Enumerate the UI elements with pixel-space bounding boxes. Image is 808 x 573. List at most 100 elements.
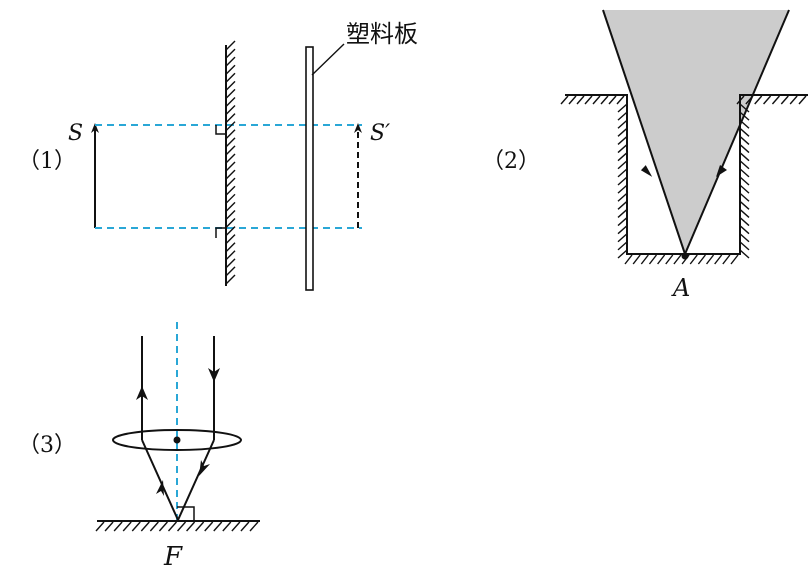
hatch-mark bbox=[657, 254, 666, 265]
hatch-mark bbox=[739, 127, 750, 137]
hatch-mark bbox=[771, 95, 780, 105]
hatch-mark bbox=[249, 521, 259, 532]
hatch-mark bbox=[798, 95, 807, 105]
hatch-mark bbox=[225, 56, 236, 67]
figure-3-label: （3） bbox=[18, 433, 76, 458]
figure-1-label: （1） bbox=[18, 149, 76, 174]
well-hatching bbox=[560, 95, 807, 265]
hatch-mark bbox=[225, 177, 236, 188]
hatch-mark bbox=[240, 521, 250, 532]
hatch-mark bbox=[705, 254, 715, 265]
hatch-mark bbox=[739, 152, 750, 162]
ray-left bbox=[602, 9, 686, 255]
hatch-mark bbox=[225, 161, 236, 172]
hatch-mark bbox=[617, 135, 628, 145]
ray-right bbox=[684, 9, 790, 255]
hatch-mark bbox=[122, 521, 132, 532]
hatch-mark bbox=[722, 254, 731, 265]
hatch-mark bbox=[225, 185, 236, 196]
hatch-mark bbox=[225, 96, 236, 107]
object-label: S bbox=[68, 121, 83, 146]
hatch-mark bbox=[177, 521, 187, 532]
hatch-mark bbox=[739, 192, 750, 202]
hatch-mark bbox=[225, 80, 236, 91]
hatch-mark bbox=[167, 521, 177, 532]
plastic-board-label: 塑料板 bbox=[346, 20, 418, 48]
emergent-ray-arrow bbox=[136, 386, 148, 400]
hatch-mark bbox=[225, 121, 236, 132]
hatch-mark bbox=[739, 184, 750, 194]
light-beam-shaded bbox=[603, 10, 789, 254]
hatch-mark bbox=[739, 200, 750, 210]
point-a-dot bbox=[681, 252, 689, 260]
hatch-mark bbox=[225, 105, 236, 116]
hatch-mark bbox=[739, 168, 750, 178]
hatch-mark bbox=[225, 218, 236, 229]
hatch-mark bbox=[648, 254, 658, 265]
hatch-mark bbox=[158, 521, 168, 532]
refracted-ray-arrow bbox=[199, 460, 210, 476]
hatch-mark bbox=[616, 95, 625, 105]
hatch-mark bbox=[617, 127, 628, 137]
hatch-mark bbox=[624, 254, 633, 265]
hatch-mark bbox=[560, 95, 569, 105]
hatch-mark bbox=[149, 521, 159, 532]
point-a-label: A bbox=[671, 274, 690, 302]
hatch-mark bbox=[231, 521, 241, 532]
hatch-mark bbox=[780, 95, 789, 105]
hatch-mark bbox=[632, 254, 641, 265]
hatch-mark bbox=[95, 521, 105, 532]
hatch-mark bbox=[225, 258, 236, 269]
hatch-mark bbox=[195, 521, 205, 532]
mirror-hatching bbox=[225, 40, 236, 285]
hatch-mark bbox=[617, 111, 628, 121]
hatch-mark bbox=[225, 201, 236, 212]
hatch-mark bbox=[739, 225, 750, 235]
hatch-mark bbox=[739, 217, 750, 227]
hatch-mark bbox=[739, 176, 750, 186]
hatch-mark bbox=[131, 521, 141, 532]
hatch-mark bbox=[673, 254, 682, 265]
hatch-mark bbox=[763, 95, 772, 105]
surface-hatching bbox=[95, 521, 259, 532]
hatch-mark bbox=[113, 521, 123, 532]
hatch-mark bbox=[697, 254, 706, 265]
hatch-mark bbox=[222, 521, 232, 532]
hatch-mark bbox=[225, 242, 236, 253]
hatch-mark bbox=[225, 88, 236, 99]
hatch-mark bbox=[736, 95, 745, 105]
hatch-mark bbox=[225, 226, 236, 237]
right-angle-mark-top bbox=[215, 125, 226, 135]
figure-3: （3） F bbox=[18, 322, 260, 572]
hatch-mark bbox=[617, 152, 628, 162]
hatch-mark bbox=[617, 176, 628, 186]
hatch-mark bbox=[617, 184, 628, 194]
figure-2-label: （2） bbox=[482, 149, 540, 174]
hatch-mark bbox=[617, 144, 628, 154]
hatch-mark bbox=[225, 64, 236, 75]
hatch-mark bbox=[225, 234, 236, 245]
hatch-mark bbox=[225, 250, 236, 261]
hatch-mark bbox=[225, 153, 236, 164]
hatch-mark bbox=[617, 160, 628, 170]
hatch-mark bbox=[225, 274, 236, 285]
hatch-mark bbox=[140, 521, 150, 532]
hatch-mark bbox=[739, 233, 750, 243]
plastic-board bbox=[305, 46, 314, 291]
hatch-mark bbox=[204, 521, 214, 532]
figure-2: （2） A bbox=[482, 9, 808, 302]
hatch-mark bbox=[600, 95, 609, 105]
hatch-mark bbox=[617, 192, 628, 202]
hatch-mark bbox=[592, 95, 601, 105]
hatch-mark bbox=[640, 254, 649, 265]
hatch-mark bbox=[739, 241, 750, 251]
hatch-mark bbox=[568, 95, 577, 105]
hatch-mark bbox=[617, 208, 628, 218]
hatch-mark bbox=[739, 135, 750, 145]
figure-1: （1） S 塑料板 S′ bbox=[18, 20, 418, 291]
convex-lens bbox=[112, 429, 242, 451]
hatch-mark bbox=[739, 249, 750, 259]
hatch-mark bbox=[225, 129, 236, 140]
hatch-mark bbox=[617, 103, 628, 113]
